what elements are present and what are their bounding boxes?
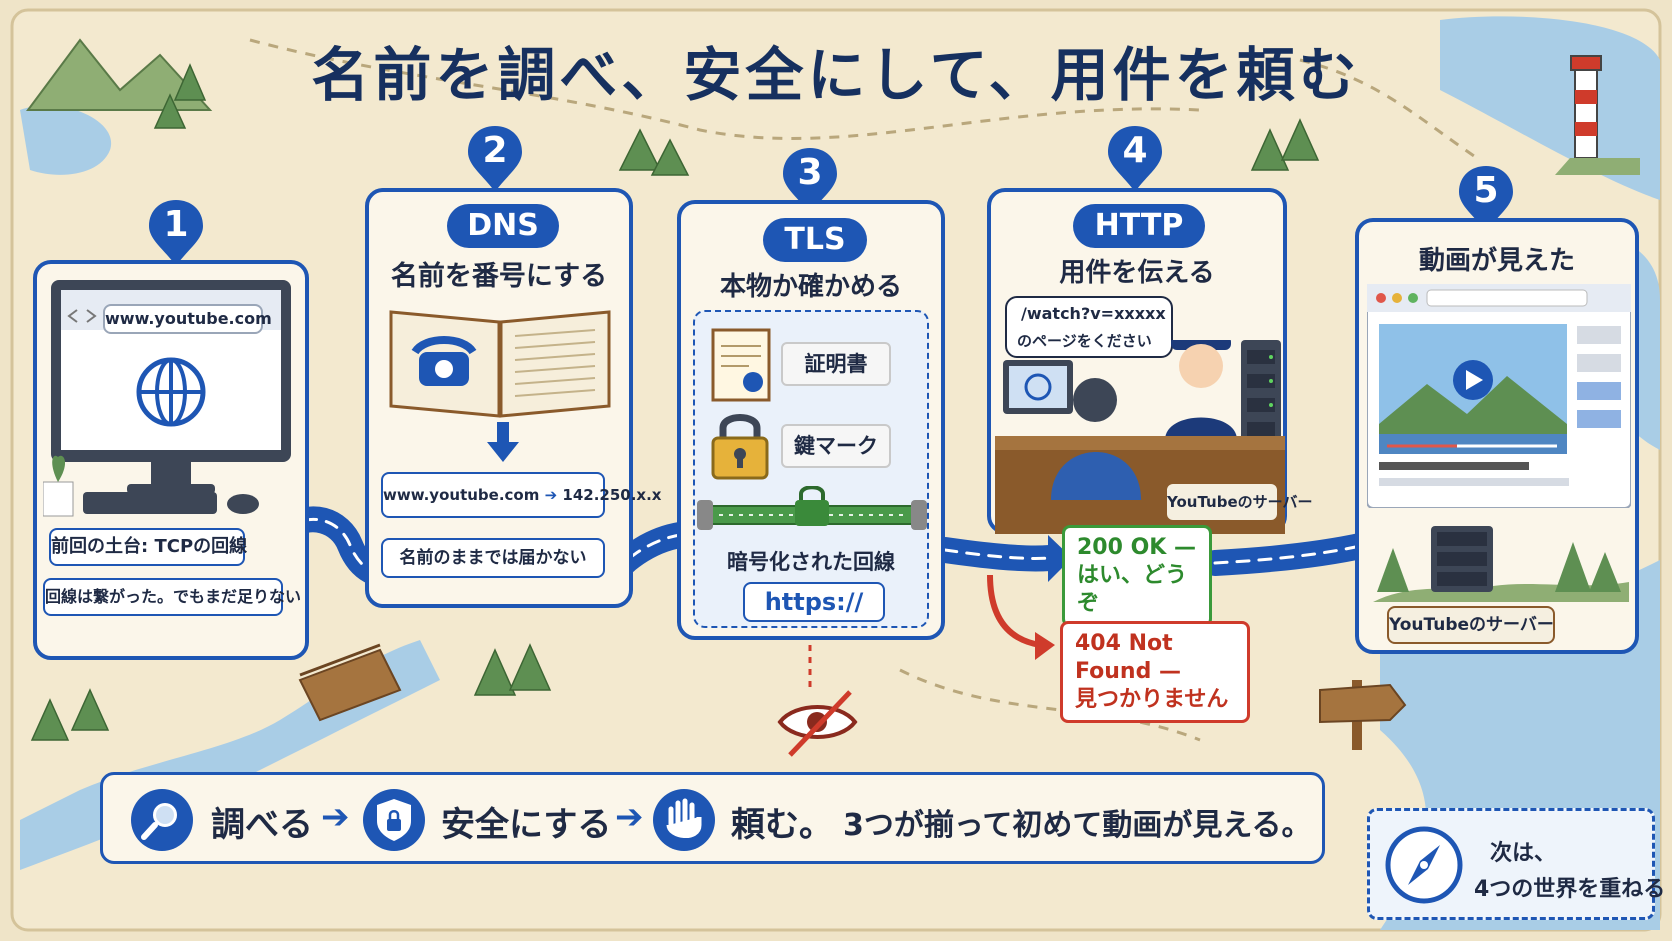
page-title: 名前を調べ、安全にして、用件を頼む [311,41,1361,109]
step-2-card: DNS 名前を番号にする www.youtube.com ➔ 142.250.x… [365,188,661,608]
lighthouse-icon [1555,55,1640,175]
ng-status-code: 404 Not Found — [1075,631,1181,684]
bridge-icon [298,643,402,722]
summary-arrow-2: ➔ [615,797,644,837]
video-browser-window [1367,284,1631,508]
step-3-card: TLS 本物か確かめる 証明書 鍵マーク 暗号化された回線 https:// [677,200,945,640]
next-line-2: 4つの世界を重ねる [1474,877,1666,902]
step-2-heading: 名前を番号にする [390,261,608,292]
ng-status-text: 見つかりません [1075,687,1229,712]
step-1-base-label: 前回の土台: TCPの回線 [49,528,247,566]
dns-badge: DNS [447,204,559,248]
step-1-pin-icon [149,200,203,266]
request-path: /watch?v=xxxxx [1021,304,1166,323]
request-text: のページをください [1017,332,1152,350]
server-with-trees-icon [1373,526,1629,602]
ok-status-text: はい、どうぞ [1077,563,1188,616]
hand-icon [653,789,715,851]
step-1-number: 1 [163,204,189,245]
phone-book-icon [389,310,611,418]
step-3-pin-icon [783,148,837,214]
arrow-down-icon [487,422,519,462]
ok-status-code: 200 OK — [1077,535,1196,560]
next-line-1: 次は、 [1490,841,1557,866]
tls-badge: TLS [763,218,867,262]
step-5-number: 5 [1473,170,1499,211]
arrow-right-icon: ➔ [544,486,558,504]
summary-tail: 3つが揃って初めて動画が見える。 [843,808,1312,843]
signpost-icon [1319,680,1407,750]
keyboard-and-plant-icon [43,455,259,517]
step-4-heading: 用件を伝える [1059,258,1215,288]
certificate-label: 証明書 [781,342,891,386]
summary-secure: 安全にする [441,805,612,845]
dns-ip: 142.250.x.x [562,486,662,504]
step-1-note: 回線は繋がった。でもまだ足りない [43,578,301,616]
summary-arrow-1: ➔ [321,797,350,837]
summary-bar: 調べる ➔ 安全にする ➔ 頼む。 3つが揃って初めて動画が見える。 [100,772,1325,864]
crossed-eye-icon [777,690,858,757]
lock-mark-label: 鍵マーク [781,424,891,468]
http-200-response: 200 OK — はい、どうぞ [1062,525,1212,627]
service-counter-illustration [995,340,1285,534]
encrypted-line-label: 暗号化された回線 [727,550,895,574]
url-bar: www.youtube.com [103,304,272,334]
step-5-card: 動画が見えた YouTubeのサーバー [1355,218,1639,654]
step-4-card: HTTP 用件を伝える /watch?v=xxxxx のページをください You… [987,188,1313,534]
http-404-response: 404 Not Found — 見つかりません [1060,621,1250,723]
magnifier-icon [131,789,193,851]
certificate-icon [711,328,771,402]
summary-lookup: 調べる [211,805,313,845]
step-5-heading: 動画が見えた [1418,246,1575,276]
padlock-icon [711,414,769,480]
step-5-pin-icon [1459,166,1513,232]
step-5-server-label: YouTubeのサーバー [1387,606,1555,644]
https-scheme: https:// [743,582,885,622]
dns-mapping: www.youtube.com ➔ 142.250.x.x [381,472,661,518]
next-chapter-box: 次は、 4つの世界を重ねる [1367,808,1665,920]
compass-icon [1385,826,1463,904]
http-badge: HTTP [1073,204,1205,248]
step-4-pin-icon [1108,126,1162,192]
step-2-pin-icon [468,126,522,192]
shield-lock-icon [363,789,425,851]
step-2-number: 2 [482,130,508,171]
summary-request: 頼む。 [731,805,833,845]
step-3-heading: 本物か確かめる [719,272,902,302]
dns-hostname: www.youtube.com [383,486,540,504]
encrypted-pipe-icon [697,486,927,530]
request-speech-bubble: /watch?v=xxxxx のページをください [1005,296,1173,358]
step-4-server-label: YouTubeのサーバー [1165,482,1313,522]
step-1-card: www.youtube.com 前回の土台: TCPの回線 回線は繋がった。でも… [33,260,309,660]
step-3-number: 3 [797,152,823,193]
step-4-number: 4 [1122,130,1148,171]
step-2-note: 名前のままでは届かない [381,538,605,578]
